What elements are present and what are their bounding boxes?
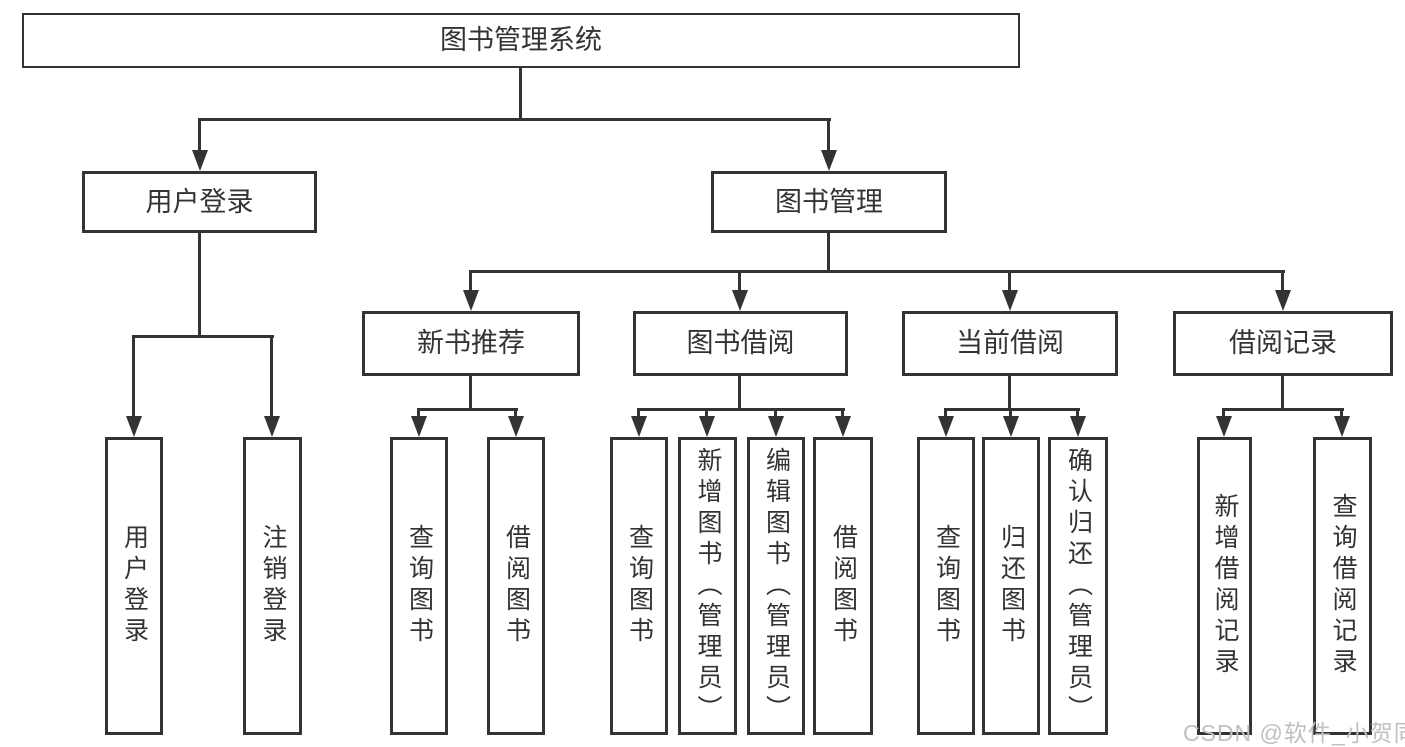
connector-line [469, 270, 1285, 273]
connector-line [198, 118, 831, 121]
connector-line [417, 408, 420, 419]
arrowhead-down-icon [699, 416, 715, 437]
leaf-borrow-books: 借阅图书 [813, 437, 873, 735]
connector-line [1009, 408, 1012, 419]
node-book-management: 图书管理 [711, 171, 947, 233]
connector-line [469, 376, 472, 410]
csdn-watermark: CSDN @软件_小贺同学 [1183, 720, 1405, 746]
arrowhead-down-icon [1275, 290, 1291, 311]
node-label: 归还图书 [997, 524, 1026, 648]
node-new-book-recommend: 新书推荐 [362, 311, 580, 376]
arrowhead-down-icon [1216, 416, 1232, 437]
node-label: 编辑图书（管理员） [762, 446, 791, 726]
connector-line [1076, 408, 1079, 419]
arrowhead-down-icon [411, 416, 427, 437]
connector-line [514, 408, 517, 419]
leaf-user-login: 用户登录 [105, 437, 163, 735]
connector-line [1222, 408, 1344, 411]
arrowhead-down-icon [1003, 416, 1019, 437]
arrowhead-down-icon [192, 150, 208, 171]
connector-line [637, 408, 845, 411]
node-label: 借阅图书 [502, 524, 531, 648]
leaf-logout: 注销登录 [243, 437, 302, 735]
leaf-query-books-borrowing: 查询图书 [610, 437, 668, 735]
connector-line [1281, 270, 1284, 292]
connector-line [944, 408, 947, 419]
arrowhead-down-icon [821, 150, 837, 171]
connector-line [1008, 376, 1011, 410]
node-label: 图书管理 [775, 186, 883, 217]
node-book-borrowing: 图书借阅 [633, 311, 848, 376]
leaf-query-borrow-record: 查询借阅记录 [1313, 437, 1372, 735]
arrowhead-down-icon [1070, 416, 1086, 437]
connector-line [1222, 408, 1225, 419]
node-label: 注销登录 [259, 524, 287, 648]
connector-line [827, 118, 830, 152]
leaf-query-books-recommend: 查询图书 [390, 437, 448, 735]
connector-line [1340, 408, 1343, 419]
node-current-borrowing: 当前借阅 [902, 311, 1118, 376]
arrowhead-down-icon [1334, 416, 1350, 437]
node-label: 查询图书 [625, 524, 654, 648]
connector-line [270, 335, 273, 418]
node-label: 当前借阅 [956, 328, 1064, 358]
node-label: 新书推荐 [417, 328, 525, 358]
node-label: 查询图书 [932, 524, 961, 648]
node-label: 借阅图书 [829, 524, 858, 648]
node-borrowing-records: 借阅记录 [1173, 311, 1393, 376]
connector-line [637, 408, 640, 419]
connector-line [1281, 376, 1284, 410]
connector-line [469, 270, 472, 292]
leaf-add-books-admin: 新增图书（管理员） [678, 437, 737, 735]
leaf-add-borrow-record: 新增借阅记录 [1197, 437, 1252, 735]
connector-line [841, 408, 844, 419]
connector-line [944, 408, 1080, 411]
leaf-confirm-return-admin: 确认归还（管理员） [1048, 437, 1108, 735]
arrowhead-down-icon [1002, 290, 1018, 311]
node-label: 确认归还（管理员） [1064, 446, 1093, 726]
arrowhead-down-icon [938, 416, 954, 437]
leaf-edit-books-admin: 编辑图书（管理员） [747, 437, 805, 735]
connector-line [417, 408, 518, 411]
node-label: 用户登录 [120, 524, 149, 648]
node-label: 查询借阅记录 [1329, 493, 1357, 679]
arrowhead-down-icon [835, 416, 851, 437]
arrowhead-down-icon [508, 416, 524, 437]
node-label: 新增借阅记录 [1211, 493, 1239, 679]
connector-line [1008, 270, 1011, 292]
node-library-management-system: 图书管理系统 [22, 13, 1020, 68]
arrowhead-down-icon [768, 416, 784, 437]
node-label: 图书借阅 [686, 328, 795, 358]
connector-line [774, 408, 777, 419]
arrowhead-down-icon [463, 290, 479, 311]
node-label: 用户登录 [145, 186, 254, 217]
node-label: 图书管理系统 [440, 25, 602, 55]
connector-line [198, 118, 201, 152]
node-user-login: 用户登录 [82, 171, 317, 233]
node-label: 新增图书（管理员） [694, 446, 722, 726]
leaf-borrow-books-recommend: 借阅图书 [487, 437, 545, 735]
node-label: 查询图书 [405, 524, 434, 648]
arrowhead-down-icon [631, 416, 647, 437]
connector-line [738, 376, 741, 410]
leaf-return-books: 归还图书 [982, 437, 1040, 735]
connector-line [132, 335, 135, 418]
connector-line [827, 233, 830, 272]
arrowhead-down-icon [264, 416, 280, 437]
connector-line [132, 335, 274, 338]
node-label: 借阅记录 [1229, 328, 1337, 358]
arrowhead-down-icon [732, 290, 748, 311]
connector-line [519, 68, 522, 120]
connector-line [705, 408, 708, 419]
connector-line [738, 270, 741, 292]
arrowhead-down-icon [126, 416, 142, 437]
leaf-query-books-current: 查询图书 [917, 437, 975, 735]
connector-line [198, 233, 201, 337]
